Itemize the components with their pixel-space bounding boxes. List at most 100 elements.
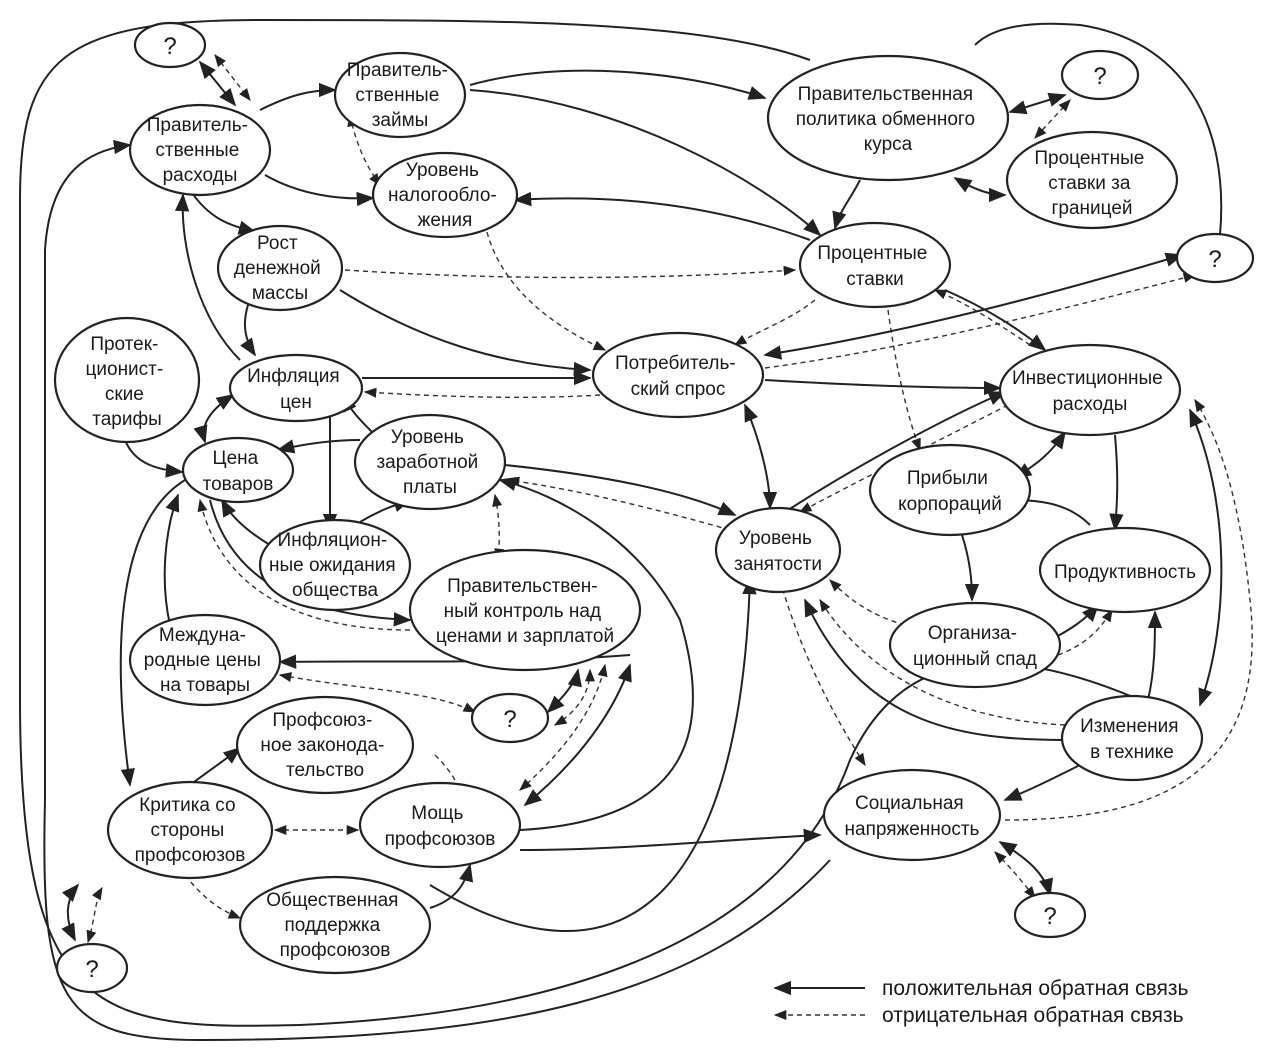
edge-inflation-spending (174, 193, 241, 361)
node-org-slack: Организа- ционный спад (888, 601, 1062, 689)
edge-money-consumer (339, 289, 592, 377)
node-consumer-demand: Потребитель- ский спрос (591, 331, 765, 419)
edge-expect-goods (221, 498, 271, 546)
node-inflation: Инфляция цен (228, 353, 364, 423)
edge-interest-tax (513, 191, 811, 241)
edge-q3-consumer (763, 252, 1184, 360)
node-goods-price: Цена товаров (181, 436, 295, 504)
node-interest-rates: Процентные ставки (798, 221, 952, 309)
node-public-support-label: Общественная поддержка профсоюзов (266, 890, 403, 961)
node-union-power: Мощь профсоюзов (358, 781, 522, 869)
node-q1-label: ? (163, 33, 176, 60)
edge-consumer-employment (744, 403, 778, 510)
edge-spending-tax (264, 174, 375, 207)
node-employment: Уровень занятости (714, 506, 842, 594)
node-protection-tariffs: Протек- ционист- ские тарифы (53, 316, 201, 444)
node-q3-label: ? (1208, 246, 1221, 273)
node-wage-level: Уровень заработной платы (353, 413, 507, 511)
edge-employment-tension (779, 579, 866, 767)
edge-tech-employment (804, 598, 1066, 741)
edge-spending-money (189, 189, 257, 235)
node-protection-tariffs-label: Протек- ционист- ские тарифы (86, 334, 169, 430)
edge-profits-slack (961, 534, 980, 602)
edge-tension-q6 (998, 841, 1054, 897)
edge-power-employment (429, 576, 757, 932)
node-q2-label: ? (1093, 63, 1106, 90)
edge-loans-interest (469, 89, 822, 237)
node-money-growth: Рост денежной массы (216, 224, 344, 312)
edge-employment-wage-neg (506, 476, 731, 531)
node-q6-label: ? (1043, 903, 1056, 930)
node-goods-price-label: Цена товаров (203, 448, 274, 495)
node-social-tension-label: Социальная напряженность (845, 793, 980, 840)
node-gov-spending: Правитель- ственные расходы (128, 103, 272, 197)
node-tax-level-label: Уровень налогообло- жения (388, 160, 502, 231)
edge-tech-tension (1003, 764, 1081, 801)
node-union-law-label: Профсоюз- ное законода- тельство (260, 710, 389, 781)
edge-q2-foreign (1034, 99, 1071, 139)
edge-q4-control-neg (553, 668, 596, 726)
edge-power-control-neg (519, 663, 608, 791)
node-q4-label: ? (503, 706, 516, 733)
edge-money-interest (344, 265, 797, 279)
edge-critic-law (189, 746, 242, 786)
edge-support-power (429, 863, 474, 909)
node-foreign-rates: Процентные ставки за границей (1005, 130, 1179, 230)
node-tech-change: Изменения в технике (1060, 694, 1204, 782)
edge-investment-tech (1189, 408, 1223, 707)
edge-consumer-q3-neg (764, 272, 1197, 369)
edge-goods-critic (119, 479, 186, 787)
edge-q5-loop (61, 883, 80, 942)
node-foreign-rates-label: Процентные ставки за границей (1034, 148, 1149, 219)
node-exchange-policy: Правительственная политика обменного кур… (766, 54, 1010, 182)
edge-tax-consumer (486, 231, 607, 351)
edge-consumer-investment (764, 379, 1002, 396)
node-tech-change-label: Изменения в технике (1080, 716, 1184, 763)
edge-consumer-inflation-neg (363, 387, 601, 399)
edge-outer-loop (19, 18, 1141, 1027)
node-corp-profits-label: Прибыли корпораций (898, 468, 1002, 515)
node-money-growth-label: Рост денежной массы (234, 233, 326, 304)
node-q5: ? (55, 942, 129, 994)
edge-q5-loop-neg (86, 886, 103, 944)
edge-interest-consumer (733, 299, 816, 346)
node-q6: ? (1013, 891, 1087, 939)
nodes: ? Правитель- ственные займы Правитель- с… (53, 21, 1255, 994)
node-org-slack-label: Организа- ционный спад (913, 623, 1037, 670)
edge-tech-productivity (1147, 610, 1163, 701)
node-union-power-label: Мощь профсоюзов (385, 803, 496, 850)
node-wage-level-label: Уровень заработной платы (376, 427, 483, 498)
edge-outer-loop-left (43, 139, 831, 1042)
edge-exchange-foreign (953, 177, 1007, 203)
node-consumer-demand-label: Потребитель- ский спрос (615, 353, 741, 400)
edge-employment-investment (784, 391, 1007, 513)
node-intl-prices-label: Междуна- родные цены на товары (144, 625, 266, 696)
node-inflation-expectations-label: Инфляцион- ные ожидания общества (269, 530, 401, 601)
edge-wage-employment (504, 464, 737, 516)
node-exchange-policy-label: Правительственная политика обменного кур… (796, 84, 981, 155)
edge-q1-spending-neg (214, 54, 251, 101)
edge-intl-goods (163, 493, 180, 626)
edge-q3-exchange (974, 22, 1223, 236)
edge-protection-goods (124, 439, 184, 478)
edge-tension-investment (1004, 398, 1253, 821)
edge-slack-productivity-neg (1057, 608, 1113, 656)
edge-control-goods-neg (197, 498, 411, 631)
node-gov-control: Правительствен- ный контроль над ценами … (408, 548, 642, 672)
edge-loans-exchange (469, 69, 767, 100)
node-productivity-label: Продуктивность (1054, 562, 1196, 583)
node-gov-loans-label: Правитель- ственные займы (347, 60, 454, 131)
node-productivity: Продуктивность (1038, 526, 1212, 614)
node-q1: ? (133, 21, 207, 69)
edge-q4-control (546, 668, 582, 714)
node-q3: ? (1175, 232, 1255, 284)
node-investment: Инвестиционные расходы (998, 343, 1182, 437)
edge-money-inflation (240, 304, 256, 357)
edge-wage-goods (276, 439, 361, 454)
edge-investment-productivity (1109, 434, 1124, 532)
node-gov-spending-label: Правитель- ственные расходы (147, 115, 254, 186)
node-union-law: Профсоюз- ное законода- тельство (235, 695, 415, 795)
node-investment-label: Инвестиционные расходы (1012, 368, 1168, 415)
node-q2: ? (1060, 49, 1140, 101)
